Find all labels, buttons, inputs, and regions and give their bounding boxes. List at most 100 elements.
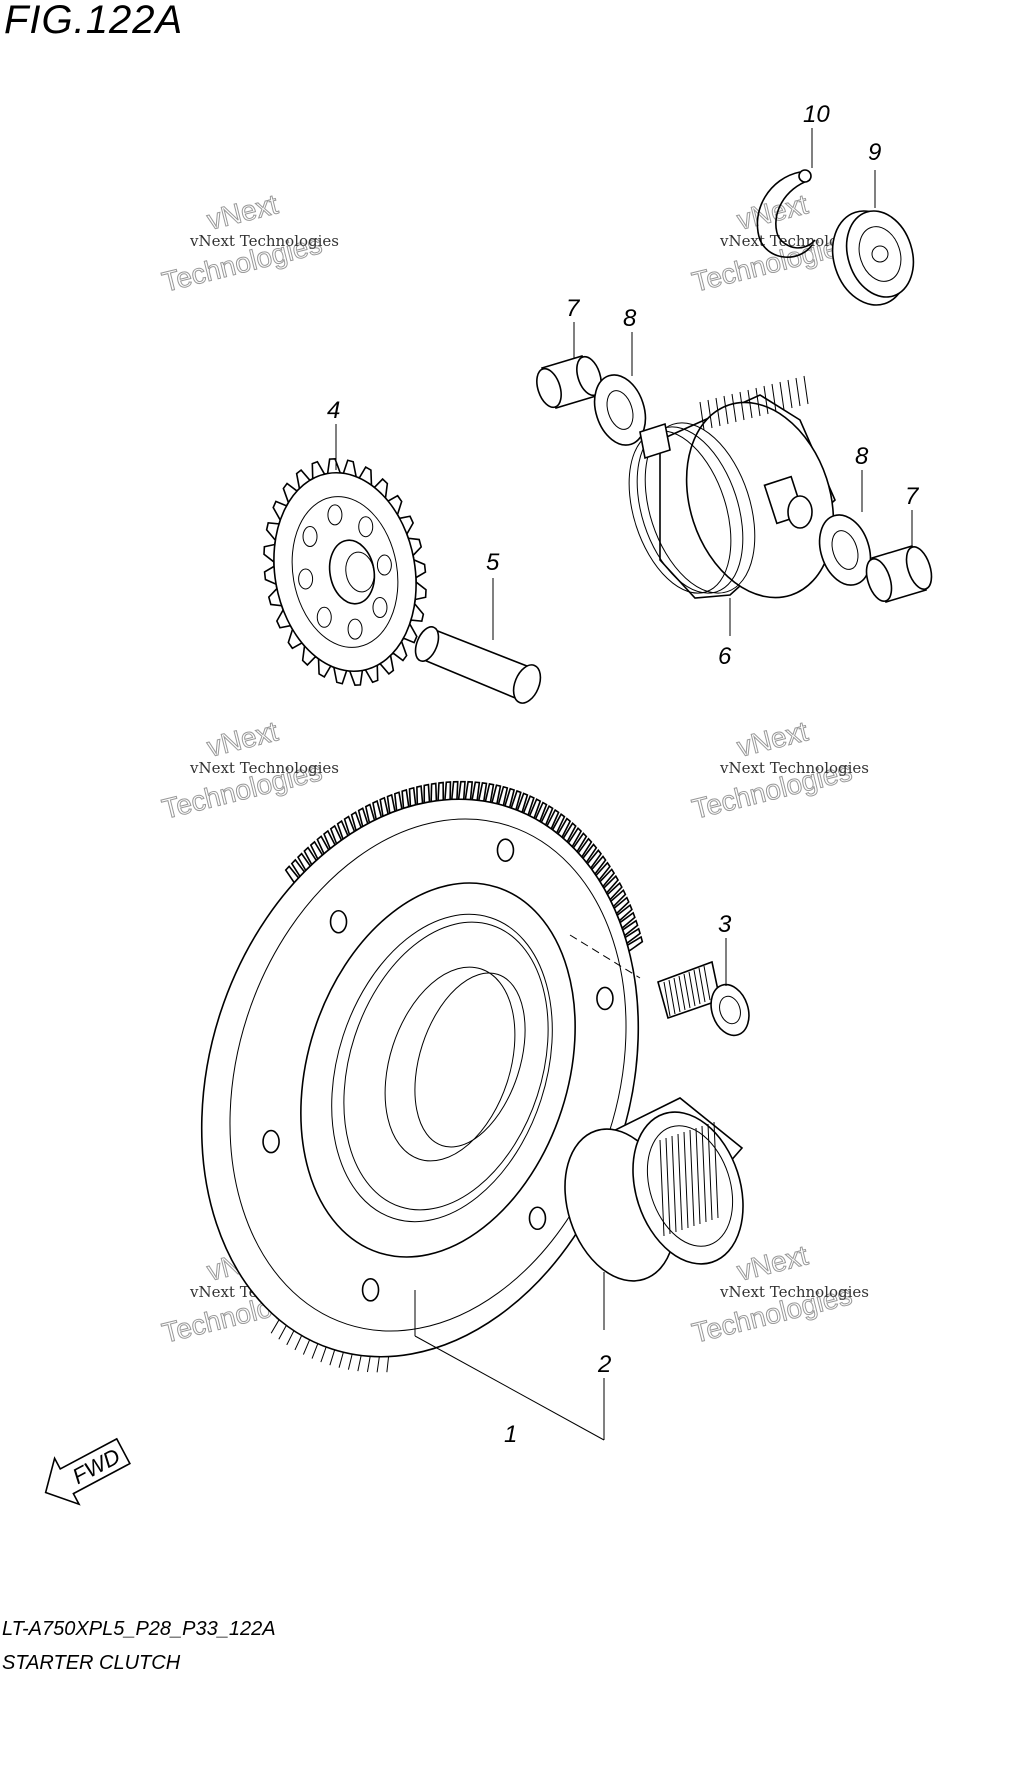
bolt-thread-line <box>673 977 681 1013</box>
gear-tooth <box>471 781 481 802</box>
clutch-tooth <box>723 395 729 425</box>
callout-4: 4 <box>327 397 340 424</box>
clutch-tooth <box>803 375 809 405</box>
callout-7-right: 7 <box>905 483 920 510</box>
part-bearing <box>831 170 915 306</box>
part-washer-top <box>593 332 647 446</box>
gear-tooth <box>401 788 410 810</box>
clutch-tooth <box>707 399 713 429</box>
part-starter-clutch <box>628 375 836 636</box>
watermark-mid-left: vNext Technologies vNext Technologies <box>158 715 339 825</box>
fwd-arrow: FWD <box>44 1437 131 1506</box>
bolt-thread-line <box>693 969 701 1005</box>
gear-tooth <box>379 796 390 818</box>
gear-tooth <box>408 786 417 808</box>
watermark-text: vNext Technologies <box>189 759 339 777</box>
gear-hole <box>327 504 343 526</box>
needle-roller <box>671 1135 677 1233</box>
bolt-hole <box>496 838 515 862</box>
clutch-tooth <box>795 377 801 407</box>
bolt-thread-line <box>703 965 711 1001</box>
part-needle-bearing <box>564 1097 744 1440</box>
gear-hole <box>376 554 392 576</box>
gear-tooth <box>416 785 424 806</box>
gear-tooth <box>457 780 466 801</box>
callout-2: 2 <box>597 1351 611 1378</box>
callout-1: 1 <box>504 1421 517 1448</box>
figure-name: STARTER CLUTCH <box>2 1652 181 1674</box>
part-starter-driven-gear <box>200 780 644 1441</box>
clutch-tooth <box>779 381 785 411</box>
bolt-hole <box>596 986 614 1011</box>
watermark-mid-right: vNext Technologies vNext Technologies <box>688 715 869 825</box>
needle-roller <box>689 1129 695 1227</box>
callout-9: 9 <box>868 139 881 166</box>
watermark-brand: vNext <box>734 715 811 762</box>
gear-tooth <box>302 1339 311 1355</box>
gear-tooth <box>430 782 438 803</box>
bolt-thread-line <box>698 967 706 1003</box>
part-bushing-right <box>865 510 933 603</box>
gear-tooth <box>423 783 431 804</box>
clutch-tooth <box>715 397 721 427</box>
figure-code: LT-A750XPL5_P28_P33_122A <box>2 1618 276 1640</box>
gear-hole <box>298 568 314 590</box>
callout-8-right: 8 <box>855 443 869 470</box>
gear-tooth <box>347 1354 353 1370</box>
watermark-brand: vNext <box>204 188 281 235</box>
watermark-text: vNext Technologies <box>189 232 339 250</box>
needle-roller <box>683 1131 689 1229</box>
watermark-text: vNext Technologies <box>719 759 869 777</box>
needle-roller <box>659 1139 665 1237</box>
needle-roller <box>695 1127 701 1225</box>
needle-roller <box>677 1133 683 1231</box>
gear-tooth <box>286 1330 295 1346</box>
callout-7-top: 7 <box>566 295 581 322</box>
callout-3: 3 <box>718 911 732 938</box>
gear-tooth <box>357 1355 362 1372</box>
bolt-thread-line <box>688 971 696 1007</box>
figure-title: FIG.122A <box>4 0 184 42</box>
clutch-tooth <box>787 379 793 409</box>
gear-tooth <box>393 791 403 812</box>
callout-labels: 10 9 7 8 4 5 6 8 7 3 2 1 <box>327 101 920 1448</box>
watermark-brand: vNext <box>734 1239 811 1286</box>
gear-tooth <box>366 1356 371 1373</box>
callout-8-top: 8 <box>623 305 637 332</box>
gear-hole <box>358 516 374 538</box>
gear-tooth <box>450 780 459 801</box>
watermark-brand: vNext <box>734 188 811 235</box>
bolt-hole <box>329 909 348 934</box>
clutch-tooth <box>763 385 769 415</box>
part-bushing-top <box>536 322 602 409</box>
gear-hole <box>316 606 332 628</box>
gear-tooth <box>376 1356 380 1373</box>
gear-tooth <box>437 781 445 802</box>
clutch-tooth <box>739 391 745 421</box>
needle-roller <box>713 1121 719 1219</box>
gear-tooth <box>386 1356 390 1373</box>
callout-10: 10 <box>803 101 830 128</box>
gear-tooth <box>444 781 452 801</box>
gear-hole <box>372 596 388 618</box>
gear-tooth <box>477 782 488 803</box>
clutch-tooth <box>755 387 761 417</box>
gear-tooth <box>464 780 474 801</box>
part-idler-gear <box>263 424 427 686</box>
gear-tooth <box>278 1325 287 1340</box>
watermark-text: vNext Technologies <box>719 1283 869 1301</box>
gear-hole <box>347 618 363 640</box>
clutch-tooth <box>771 383 777 413</box>
gear-tooth <box>320 1346 327 1363</box>
gear-tooth <box>270 1319 280 1334</box>
clutch-tooth <box>731 393 737 423</box>
gear-tooth <box>311 1343 319 1359</box>
bolt-thread-line <box>678 975 686 1011</box>
callout-5: 5 <box>486 549 500 576</box>
part-washer-right <box>818 470 872 586</box>
bolt-hole <box>262 1129 280 1154</box>
needle-roller <box>707 1123 713 1221</box>
bolt-hole <box>361 1278 380 1302</box>
